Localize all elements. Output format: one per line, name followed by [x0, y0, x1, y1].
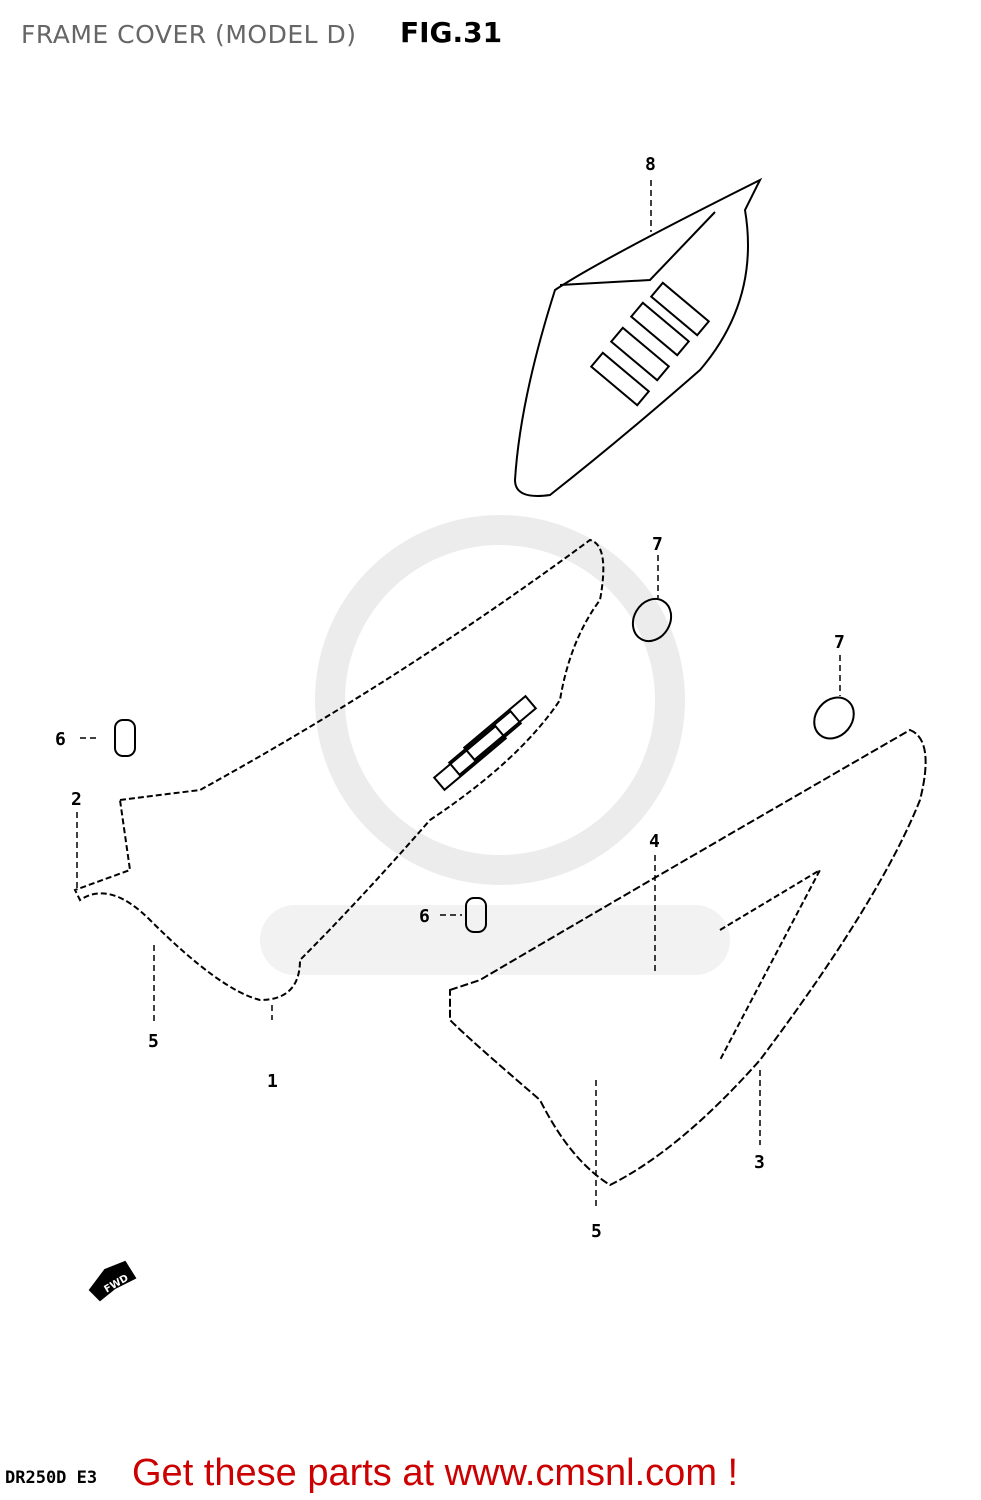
callout-4: 4	[649, 831, 660, 852]
callout-3: 3	[754, 1152, 765, 1173]
callout-7: 7	[652, 534, 663, 555]
vent-slots	[589, 281, 711, 407]
callout-5b: 5	[591, 1221, 602, 1242]
cushion	[114, 719, 136, 757]
cushion	[465, 897, 487, 933]
grommet	[813, 696, 855, 740]
callout-7b: 7	[834, 632, 845, 653]
frame-cover-left	[73, 538, 605, 1002]
vent-slots-left	[432, 694, 538, 792]
figure-number: FIG.31	[400, 16, 503, 49]
frame-cover-right	[449, 728, 927, 1187]
page-title: FRAME COVER (MODEL D)	[21, 20, 357, 49]
model-code: DR250D E3	[5, 1468, 98, 1488]
grommet	[631, 597, 673, 643]
cmsnl-watermark	[260, 515, 730, 975]
callout-2: 2	[71, 789, 82, 810]
fwd-arrow-icon	[88, 1260, 137, 1302]
callout-5: 5	[148, 1031, 159, 1052]
callout-8: 8	[645, 154, 656, 175]
callout-6b: 6	[419, 906, 430, 927]
promo-link[interactable]: Get these parts at www.cmsnl.com !	[132, 1452, 739, 1494]
frame-cover-upper	[513, 177, 763, 497]
callout-1: 1	[267, 1071, 278, 1092]
callout-6: 6	[55, 729, 66, 750]
